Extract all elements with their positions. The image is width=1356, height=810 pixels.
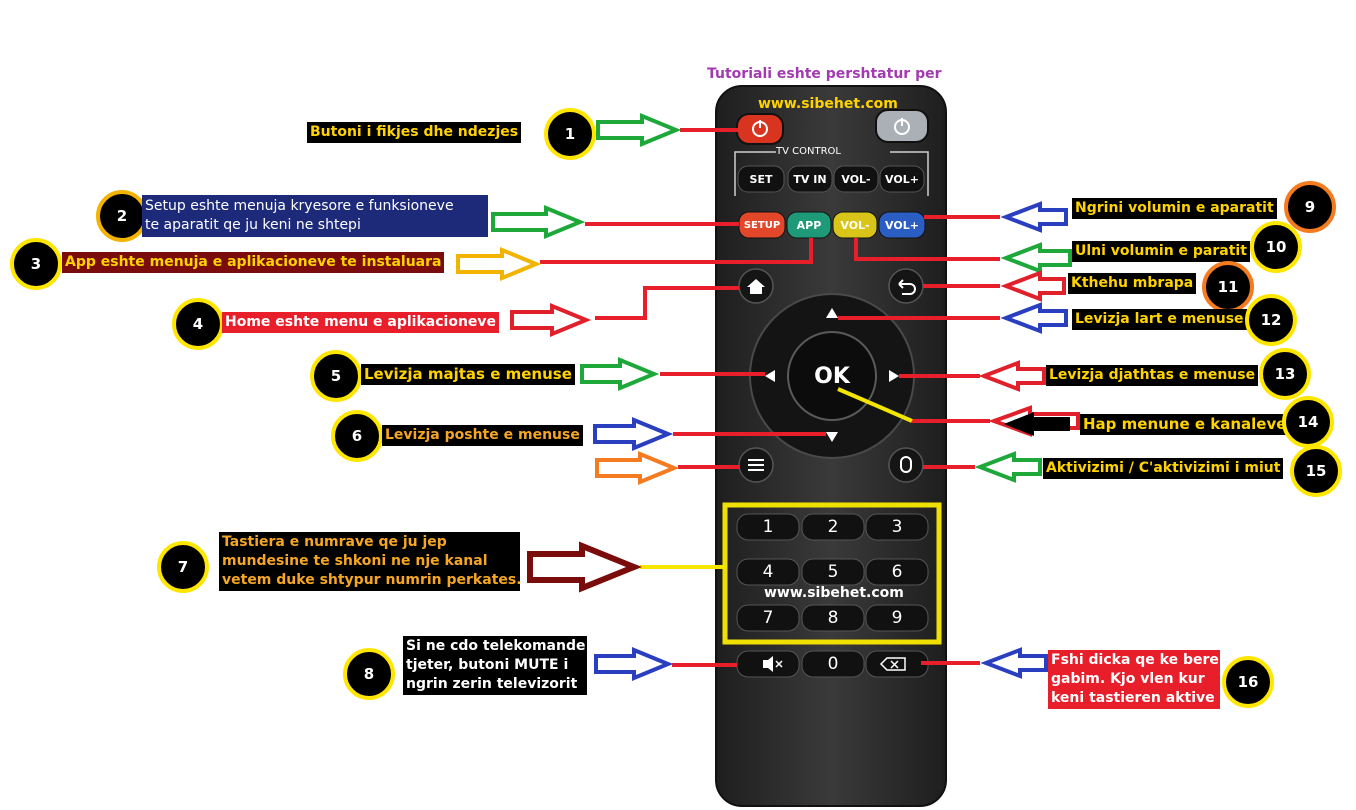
- arrows-left: [974, 201, 1080, 679]
- zero-label: 0: [827, 654, 839, 674]
- power-button[interactable]: [736, 113, 784, 145]
- zero-button[interactable]: [801, 650, 865, 678]
- mouse-button[interactable]: [888, 447, 924, 483]
- mouse-icon: [900, 456, 912, 473]
- black-arrow: [1004, 412, 1070, 436]
- delete-button[interactable]: [865, 650, 929, 678]
- label-back: Kthehu mbrapa: [1068, 273, 1197, 294]
- label-delete-line2: gabim. Kjo vlen kur: [1051, 671, 1205, 687]
- down-arrow-icon: [826, 432, 838, 442]
- label-home: Home eshte menu e aplikacioneve: [222, 312, 500, 333]
- label-ok: Hap menune e kanaleve: [1080, 414, 1290, 435]
- home-icon: [747, 279, 765, 294]
- callout-15: 15: [1290, 445, 1342, 497]
- callout-5: 5: [310, 350, 362, 402]
- callout-4: 4: [172, 298, 224, 350]
- label-mouse: Aktivizimi / C'aktivizimi i miut: [1043, 458, 1284, 479]
- connector-lines: [540, 128, 1000, 667]
- tv-vol-up-button[interactable]: [879, 165, 925, 193]
- label-keypad: Tastiera e numrave qe ju jep mundesine t…: [219, 532, 522, 591]
- vol-up-label: VOL+: [885, 218, 919, 232]
- label-right: Levizja djathtas e menuse: [1046, 365, 1259, 386]
- label-vol-up: Ngrini volumin e aparatit: [1072, 198, 1277, 219]
- tutorial-note: Tutoriali eshte pershtatur per: [707, 66, 942, 82]
- label-keypad-line3: vetem duke shtypur numrin perkates.: [222, 572, 522, 588]
- callout-6: 6: [331, 410, 383, 462]
- digit-3[interactable]: 3: [891, 517, 903, 537]
- vol-down-label: VOL-: [840, 218, 870, 232]
- label-left: Levizja majtas e menuse: [361, 364, 575, 385]
- callout-12: 12: [1245, 294, 1297, 346]
- vol-up-button[interactable]: [878, 211, 926, 239]
- callout-11: 11: [1202, 261, 1254, 313]
- digit-6[interactable]: 6: [891, 562, 903, 582]
- ok-connector: [837, 387, 913, 423]
- callout-3: 3: [10, 238, 62, 290]
- tv-vol-down-label: VOL-: [841, 172, 871, 186]
- digit-1[interactable]: 1: [762, 517, 774, 537]
- label-app: App eshte menuja e aplikacioneve te inst…: [62, 252, 445, 273]
- label-delete-line1: Fshi dicka qe ke bere: [1051, 652, 1219, 668]
- callout-10: 10: [1250, 221, 1302, 273]
- label-mute-line3: ngrin zerin televizorit: [406, 676, 578, 692]
- label-power: Butoni i fikjes dhe ndezjes: [307, 122, 522, 143]
- digit-5[interactable]: 5: [827, 562, 839, 582]
- arrows-right: [456, 113, 682, 681]
- callout-7: 7: [157, 541, 209, 593]
- label-vol-down: Ulni volumin e paratit: [1072, 241, 1250, 262]
- label-up: Levizja lart e menuse: [1072, 309, 1247, 330]
- label-keypad-line1: Tastiera e numrave qe ju jep: [222, 534, 447, 550]
- callout-14: 14: [1282, 396, 1334, 448]
- callout-1: 1: [544, 108, 596, 160]
- label-keypad-line2: mundesine te shkoni ne nje kanal: [222, 553, 488, 569]
- tv-set-button[interactable]: [737, 165, 785, 193]
- keypad-highlight: [722, 502, 942, 645]
- digit-keys: [736, 513, 929, 632]
- digit-4[interactable]: 4: [762, 562, 774, 582]
- tv-set-label: SET: [749, 172, 773, 186]
- label-setup: Setup eshte menuja kryesore e funksionev…: [142, 195, 488, 237]
- ok-label: OK: [814, 363, 850, 389]
- tv-vol-up-label: VOL+: [885, 172, 919, 186]
- digit-8[interactable]: 8: [827, 608, 839, 628]
- callout-8: 8: [343, 648, 395, 700]
- label-setup-line2: te aparatit qe ju keni ne shtepi: [145, 217, 361, 233]
- tv-vol-down-button[interactable]: [833, 165, 879, 193]
- menu-icon: [748, 459, 764, 471]
- digit-2[interactable]: 2: [827, 517, 839, 537]
- label-mute: Si ne cdo telekomande tjeter, butoni MUT…: [403, 636, 587, 695]
- left-arrow-icon: [765, 370, 775, 382]
- label-delete-line3: keni tastieren aktive: [1051, 690, 1215, 706]
- label-mute-line2: tjeter, butoni MUTE i: [406, 657, 569, 673]
- digit-9[interactable]: 9: [891, 608, 903, 628]
- label-down: Levizja poshte e menuse: [382, 425, 583, 446]
- tv-in-label: TV IN: [793, 172, 827, 186]
- mute-icon: [763, 656, 773, 672]
- callout-9: 9: [1284, 181, 1336, 233]
- back-button[interactable]: [888, 268, 924, 304]
- setup-label: SETUP: [743, 219, 781, 231]
- backspace-icon: [879, 657, 906, 671]
- tv-in-button[interactable]: [787, 165, 833, 193]
- label-setup-line1: Setup eshte menuja kryesore e funksionev…: [145, 198, 454, 214]
- callout-2: 2: [96, 190, 148, 242]
- label-mute-line1: Si ne cdo telekomande: [406, 638, 586, 654]
- callout-13: 13: [1259, 348, 1311, 400]
- up-arrow-icon: [826, 308, 838, 318]
- right-arrow-icon: [889, 370, 899, 382]
- digit-7[interactable]: 7: [762, 608, 774, 628]
- back-icon: [899, 283, 916, 295]
- keypad-watermark: www.sibehet.com: [764, 585, 904, 601]
- label-delete: Fshi dicka qe ke bere gabim. Kjo vlen ku…: [1048, 650, 1220, 709]
- site-header: www.sibehet.com: [758, 96, 898, 112]
- app-label: APP: [796, 218, 822, 232]
- callout-16: 16: [1222, 656, 1274, 708]
- tv-control-label: TV CONTROL: [776, 146, 841, 157]
